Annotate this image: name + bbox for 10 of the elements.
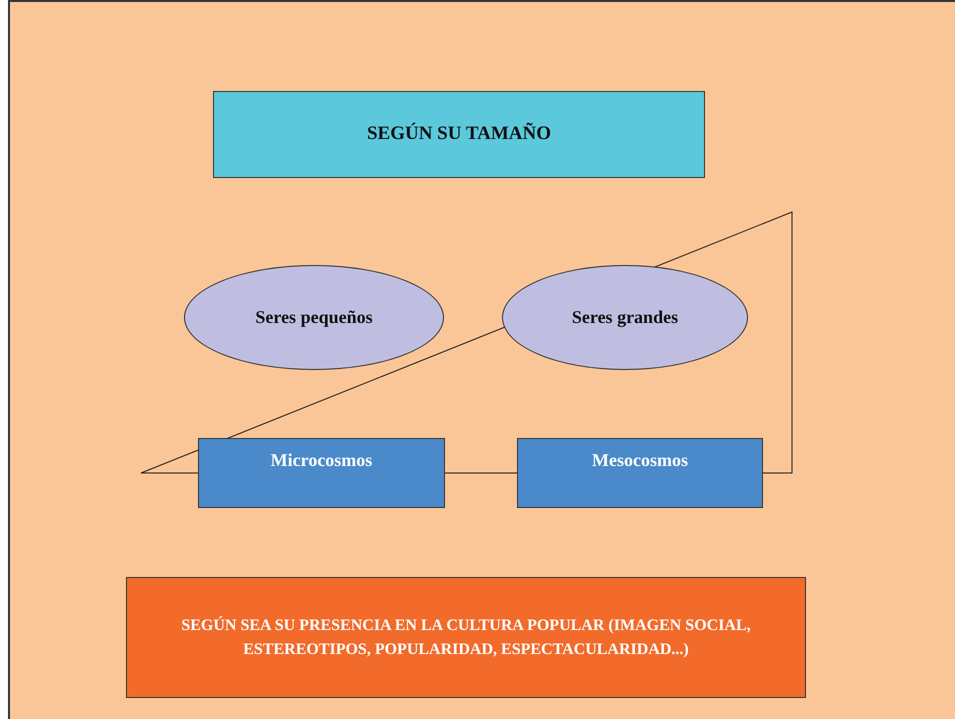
node-text: Mesocosmos bbox=[592, 449, 688, 472]
node-text: Seres grandes bbox=[572, 306, 678, 329]
category-box bbox=[198, 438, 445, 508]
heading-box bbox=[126, 577, 806, 698]
node-text: Microcosmos bbox=[270, 449, 372, 472]
node-text: SEGÚN SEA SU PRESENCIA EN LA CULTURA POPULAR (IMAGEN SOCIAL, ESTEREOTIPOS, POPULARIDAD, ESPECTACULARIDAD...) bbox=[180, 615, 752, 660]
node-text: SEGÚN SU TAMAÑO bbox=[366, 122, 552, 146]
heading-box bbox=[213, 91, 705, 178]
category-box bbox=[517, 438, 763, 508]
node-text: Seres pequeños bbox=[255, 306, 373, 329]
